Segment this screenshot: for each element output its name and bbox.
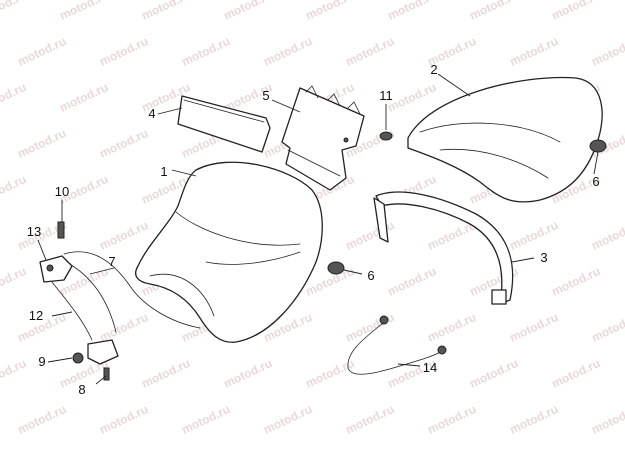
passenger-seat-part — [407, 76, 603, 203]
watermark-text: motod.ru — [0, 264, 28, 299]
watermark-text: motod.ru — [139, 0, 192, 23]
watermark-text: motod.ru — [15, 402, 68, 437]
watermark-text: motod.ru — [221, 0, 274, 23]
watermark-text: motod.ru — [261, 402, 314, 437]
watermark-text: motod.ru — [589, 34, 625, 69]
watermark-text: motod.ru — [97, 402, 150, 437]
bolt-part — [57, 221, 65, 239]
callout-5: 5 — [262, 88, 269, 103]
backrest-pad-part — [177, 95, 271, 153]
callout-10: 10 — [55, 184, 69, 199]
watermark-text: motod.ru — [15, 126, 68, 161]
watermark-text: motod.ru — [15, 34, 68, 69]
grab-strap-part — [373, 191, 514, 305]
callout-9: 9 — [38, 354, 45, 369]
callout-1: 1 — [160, 164, 167, 179]
watermark-text: motod.ru — [549, 0, 602, 23]
watermark-text: motod.ru — [97, 218, 150, 253]
callout-8: 8 — [78, 382, 85, 397]
watermark-text: motod.ru — [467, 356, 520, 391]
watermark-text: motod.ru — [97, 126, 150, 161]
watermark-text: motod.ru — [467, 0, 520, 23]
rubber-bumper-part-a — [327, 261, 345, 275]
callouts: 1 2 3 4 5 6 6 7 8 9 10 11 12 13 14 — [27, 62, 600, 397]
callout-6-front: 6 — [367, 268, 374, 283]
watermark-text: motod.ru — [589, 310, 625, 345]
watermark-text: motod.ru — [179, 34, 232, 69]
callout-11: 11 — [379, 88, 393, 103]
watermark-text: motod.ru — [507, 402, 560, 437]
watermark-text: motod.ru — [57, 80, 110, 115]
watermark-text: motod.ru — [179, 402, 232, 437]
watermark-text: motod.ru — [507, 218, 560, 253]
watermark-text: motod.ru — [57, 0, 110, 23]
watermark-text: motod.ru — [0, 356, 28, 391]
watermark-text: motod.ru — [425, 310, 478, 345]
callout-2: 2 — [430, 62, 437, 77]
ground-wire-part — [347, 315, 447, 375]
mounting-bracket-part — [281, 85, 365, 191]
nut-part — [72, 352, 84, 364]
callout-3: 3 — [540, 250, 547, 265]
watermark-text: motod.ru — [343, 218, 396, 253]
watermark-text: motod.ru — [343, 402, 396, 437]
watermark-text: motod.ru — [0, 0, 28, 23]
watermark-text: motod.ru — [97, 34, 150, 69]
rubber-bumper-part-b — [589, 139, 607, 153]
latch-assembly-part — [87, 339, 119, 381]
callout-14: 14 — [423, 360, 437, 375]
watermark-text: motod.ru — [221, 356, 274, 391]
watermark-text: motod.ru — [425, 402, 478, 437]
watermark-text: motod.ru — [549, 356, 602, 391]
watermark-text: motod.ru — [139, 356, 192, 391]
callout-13: 13 — [27, 224, 41, 239]
watermark-text: motod.ru — [507, 310, 560, 345]
watermark-text: motod.ru — [343, 34, 396, 69]
watermark-text: motod.ru — [0, 80, 28, 115]
leader-lines — [37, 73, 599, 385]
watermark-text: motod.ru — [589, 402, 625, 437]
watermark-text: motod.ru — [261, 34, 314, 69]
latch-cable-part — [51, 281, 93, 341]
watermark-text: motod.ru — [589, 218, 625, 253]
watermark-text: motod.ru — [385, 80, 438, 115]
watermark-text: motod.ru — [507, 34, 560, 69]
callout-4: 4 — [148, 106, 155, 121]
watermark-text: motod.ru — [0, 172, 28, 207]
callout-7: 7 — [108, 254, 115, 269]
watermark-text: motod.ru — [385, 264, 438, 299]
watermark-text: motod.ru — [303, 0, 356, 23]
callout-6-rear: 6 — [592, 174, 599, 189]
callout-12: 12 — [29, 308, 43, 323]
washer-part — [379, 131, 393, 141]
watermark-text: motod.ru — [549, 264, 602, 299]
watermark-text: motod.ru — [385, 0, 438, 23]
rider-seat-part — [135, 161, 323, 343]
watermark-text: motod.ru — [343, 310, 396, 345]
seat-lock-part — [39, 255, 73, 283]
watermark-text: motod.ru — [97, 310, 150, 345]
release-cable-part — [63, 251, 201, 333]
